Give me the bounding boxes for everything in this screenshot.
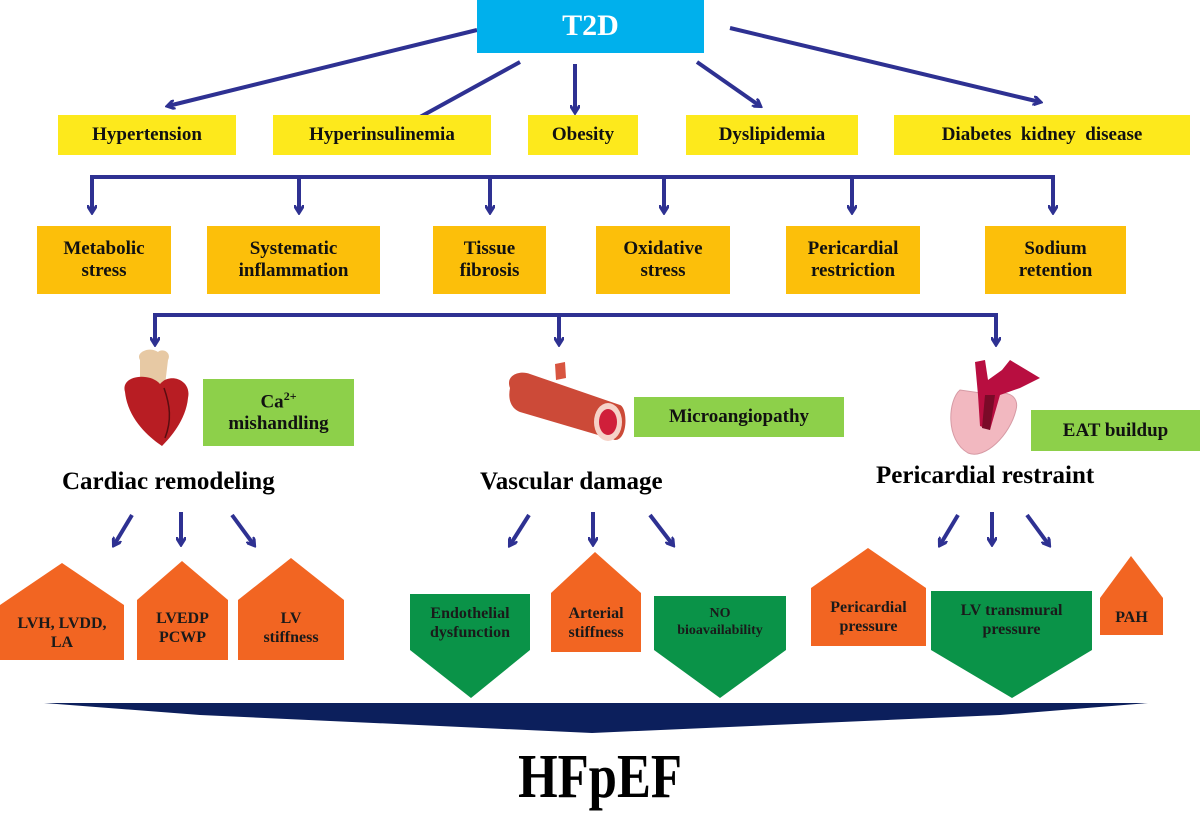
- mechanism-oxidative-stress: Oxidative stress: [596, 226, 730, 294]
- comorbidity-label: Hyperinsulinemia: [309, 124, 455, 146]
- outcome-line2: pressure: [982, 621, 1041, 638]
- mechanism-sodium-retention: Sodium retention: [985, 226, 1126, 294]
- mechanism-systematic-inflammation: Systematic inflammation: [207, 226, 380, 294]
- comorbidity-hypertension: Hypertension: [58, 115, 236, 155]
- outcome-line2: dysfunction: [429, 624, 511, 641]
- tag-label: EAT buildup: [1062, 419, 1169, 441]
- outcome-shape-lvh: [0, 563, 124, 660]
- arrow-cardiac-right: [230, 513, 254, 545]
- arrow-vascular-right: [648, 513, 673, 545]
- comorbidity-label: Obesity: [551, 124, 615, 146]
- arrow-pericardial-right: [1025, 513, 1049, 545]
- t2d-root-box: T2D: [477, 0, 704, 53]
- arrow-t2d-dkd: [729, 26, 1040, 102]
- outcome-line1: Endothelial: [430, 604, 510, 622]
- outcome-shape-pericardial-pressure: [811, 548, 926, 646]
- comorbidity-hyperinsulinemia: Hyperinsulinemia: [273, 115, 491, 155]
- outcome-line1: Pericardial: [830, 598, 907, 616]
- outcome-line1: LVEDP: [156, 609, 209, 627]
- blood-vessel-icon: [509, 362, 626, 441]
- outcome-line1: LVH, LVDD,: [17, 614, 107, 632]
- pathway-title-pericardial: Pericardial restraint: [876, 462, 1095, 489]
- outcome-no-bioavailability: NO bioavailability: [654, 600, 786, 646]
- outcome-shape-no: [654, 596, 786, 698]
- outcome-lvh-lvdd-la: LVH, LVDD, LA: [0, 608, 124, 658]
- mechanism-line1: Pericardial: [807, 238, 899, 260]
- outcome-line2: LA: [50, 634, 74, 651]
- t2d-label: T2D: [562, 9, 619, 43]
- mechanism-line1: Oxidative: [623, 238, 703, 260]
- comorbidity-label: Hypertension: [92, 124, 202, 146]
- arrow-t2d-hypertension: [168, 28, 478, 106]
- outcome-shape-arterial: [551, 552, 641, 652]
- outcome-shape-endothelial: [410, 594, 530, 698]
- comorbidity-obesity: Obesity: [528, 115, 638, 155]
- heart-cross-section-icon: [950, 360, 1040, 455]
- outcome-line2: bioavailability: [677, 623, 763, 638]
- mechanism-tissue-fibrosis: Tissue fibrosis: [433, 226, 546, 294]
- arrow-t2d-dyslipidemia: [695, 60, 760, 106]
- comorbidity-label: Dyslipidemia: [718, 124, 826, 146]
- arrow-cardiac-left: [114, 513, 134, 545]
- outcome-shape-lv-transmural: [931, 591, 1092, 698]
- mechanism-metabolic-stress: Metabolic stress: [37, 226, 171, 294]
- outcome-line1: Arterial: [568, 604, 624, 622]
- mechanism-line2: stress: [81, 260, 127, 281]
- arrow-pericardial-left: [940, 513, 960, 545]
- outcome-arterial-stiffness: Arterial stiffness: [551, 600, 641, 646]
- mechanism-line1: Tissue: [463, 238, 516, 260]
- outcome-pah: PAH: [1100, 603, 1163, 633]
- outcome-line1: LV transmural: [960, 601, 1063, 619]
- tag-label: Microangiopathy: [668, 406, 810, 428]
- tag-ca-mishandling: Ca2+ mishandling: [203, 379, 354, 446]
- mechanism-line2: restriction: [810, 260, 896, 281]
- outcome-line2: pressure: [839, 618, 898, 635]
- tag-microangiopathy: Microangiopathy: [634, 397, 844, 437]
- outcome-pericardial-pressure: Pericardial pressure: [811, 594, 926, 640]
- final-outcome-hfpef: HFpEF: [518, 743, 682, 811]
- outcome-shape-lvedp: [137, 561, 228, 660]
- bracket-mechanisms: [90, 175, 1055, 204]
- mechanism-line2: stress: [640, 260, 686, 281]
- outcome-line1: NO: [709, 606, 731, 622]
- outcome-line2: stiffness: [263, 629, 319, 646]
- mechanism-line1: Systematic: [249, 238, 338, 260]
- mechanism-line2: fibrosis: [459, 260, 520, 281]
- arrow-vascular-left: [510, 513, 531, 545]
- mechanism-line2: retention: [1018, 260, 1093, 281]
- mechanism-pericardial-restriction: Pericardial restriction: [786, 226, 920, 294]
- outcome-line2: stiffness: [568, 624, 624, 641]
- outcome-shape-lv-stiffness: [238, 558, 344, 660]
- comorbidity-label: Diabetes kidney disease: [941, 124, 1143, 146]
- tag-ca-line2: mishandling: [228, 413, 329, 435]
- tag-eat-buildup: EAT buildup: [1031, 410, 1200, 451]
- comorbidity-dyslipidemia: Dyslipidemia: [686, 115, 858, 155]
- hfpef-banner: [44, 703, 1148, 733]
- outcome-lvedp-pcwp: LVEDP PCWP: [137, 605, 228, 651]
- outcome-endothelial-dysfunction: Endothelial dysfunction: [410, 600, 530, 646]
- bracket-pathways: [153, 313, 998, 338]
- mechanism-line1: Metabolic: [63, 238, 145, 260]
- outcome-shape-pah: [1100, 556, 1163, 635]
- outcome-line2: PCWP: [158, 629, 207, 646]
- comorbidity-diabetes-kidney-disease: Diabetes kidney disease: [894, 115, 1190, 155]
- mechanism-line2: inflammation: [238, 260, 349, 281]
- mechanism-line1: Sodium: [1024, 238, 1087, 260]
- outcome-line1: PAH: [1115, 609, 1148, 627]
- outcome-lv-stiffness: LV stiffness: [238, 605, 344, 651]
- outcome-lv-transmural-pressure: LV transmural pressure: [931, 597, 1092, 643]
- pathway-title-vascular: Vascular damage: [480, 468, 663, 495]
- heart-icon: [124, 349, 189, 446]
- pathway-title-cardiac: Cardiac remodeling: [62, 468, 275, 495]
- outcome-line1: LV: [280, 609, 302, 627]
- tag-ca-line1: Ca2+: [260, 388, 297, 413]
